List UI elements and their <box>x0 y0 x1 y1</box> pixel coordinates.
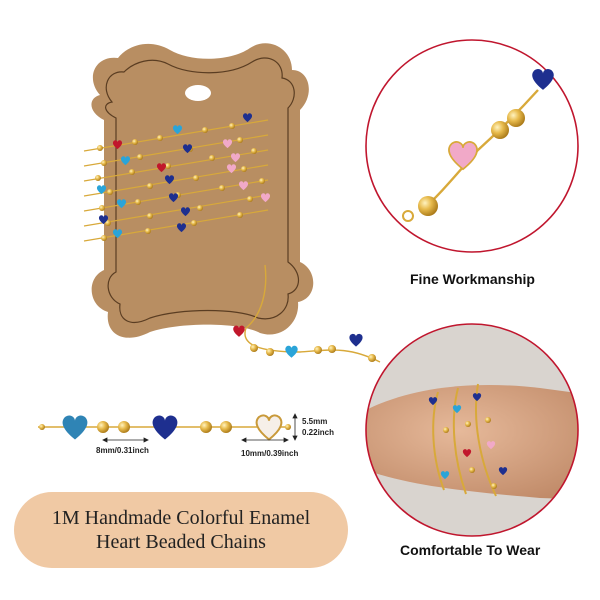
height-inch-label: 0.22inch <box>302 428 335 437</box>
dangling-chain <box>233 264 381 363</box>
product-title-line1: 1M Handmade Colorful Enamel <box>51 507 311 529</box>
link-length-label: 10mm/0.39inch <box>241 449 299 458</box>
wrapped-chain-rows <box>83 113 271 242</box>
caption-fine-workmanship: Fine Workmanship <box>410 271 535 287</box>
detail-circle-bottom <box>365 323 579 537</box>
product-title-line2: Heart Beaded Chains <box>96 531 266 553</box>
height-mm-label: 5.5mm <box>302 417 328 426</box>
caption-comfortable-to-wear: Comfortable To Wear <box>400 542 541 558</box>
measured-chain-segment <box>38 413 298 443</box>
detail-circle-top <box>365 39 579 253</box>
product-title-banner: 1M Handmade Colorful Enamel Heart Beaded… <box>14 492 348 568</box>
heart-length-label: 8mm/0.31inch <box>96 446 149 455</box>
